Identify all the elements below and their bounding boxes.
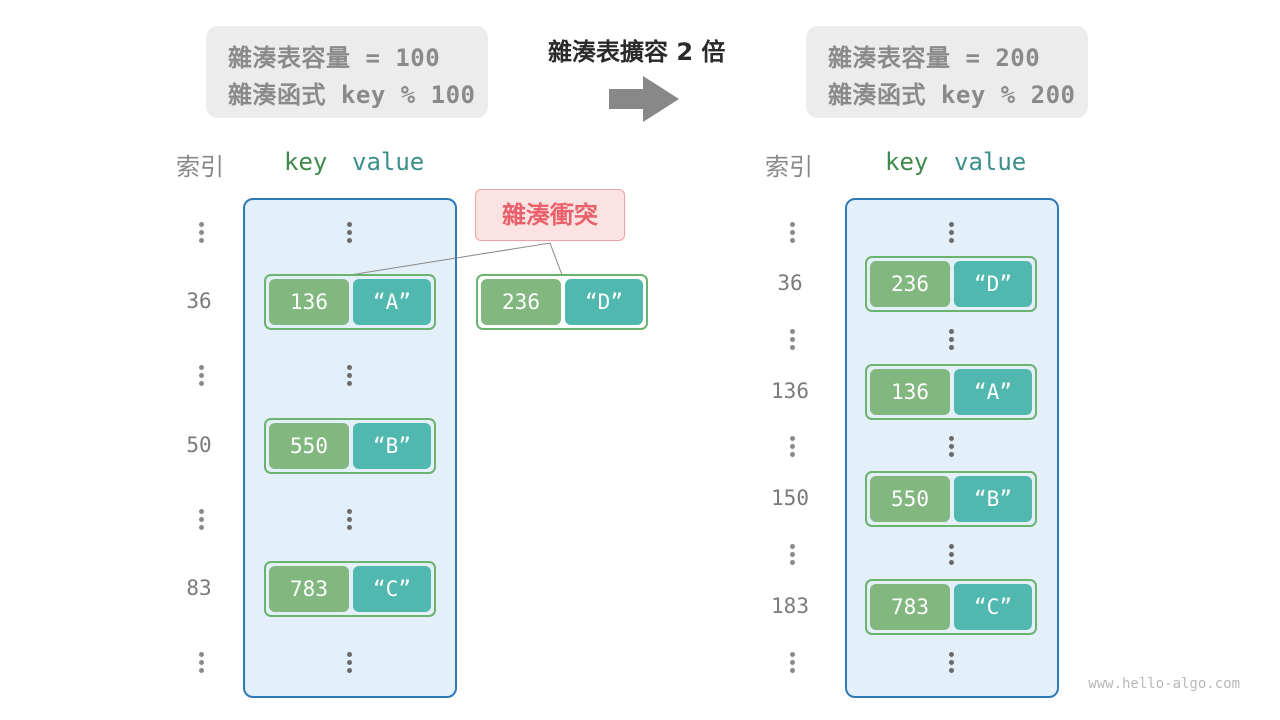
after-hash-func-text: 雜湊函式 key % 200 xyxy=(828,81,1076,109)
after-value-header: value xyxy=(954,148,1027,176)
pair-key: 783 xyxy=(870,584,950,630)
after-index-label: 183 xyxy=(771,594,809,618)
before-key-header: key xyxy=(284,148,328,176)
after-capacity-text: 雜湊表容量 = 200 xyxy=(828,44,1041,72)
after-index-label: 150 xyxy=(771,486,809,510)
before-info-box: 雜湊表容量 = 100 雜湊函式 key % 100 xyxy=(206,26,488,118)
pair-key: 783 xyxy=(269,566,349,612)
before-bucket-ellipsis xyxy=(346,652,352,676)
after-bucket-ellipsis xyxy=(948,222,954,246)
collision-label: 雜湊衝突 xyxy=(475,189,625,241)
before-bucket-ellipsis xyxy=(346,222,352,246)
pair-key: 136 xyxy=(870,369,950,415)
pair-value: “C” xyxy=(353,566,431,612)
pair-value: “D” xyxy=(565,279,643,325)
before-hash-func-text: 雜湊函式 key % 100 xyxy=(228,81,476,109)
after-bucket-pair: 236 “D” xyxy=(865,256,1037,312)
after-bucket-pair: 550 “B” xyxy=(865,471,1037,527)
pair-value: “C” xyxy=(954,584,1032,630)
pair-value: “B” xyxy=(954,476,1032,522)
pair-value: “A” xyxy=(353,279,431,325)
pair-value: “D” xyxy=(954,261,1032,307)
before-bucket-ellipsis xyxy=(346,509,352,533)
after-index-ellipsis xyxy=(789,544,795,568)
before-bucket-pair: 783 “C” xyxy=(264,561,436,617)
before-bucket-ellipsis xyxy=(346,365,352,389)
after-index-ellipsis xyxy=(789,436,795,460)
pair-value: “A” xyxy=(954,369,1032,415)
before-index-header: 索引 xyxy=(176,153,224,181)
expand-title: 雜湊表擴容 2 倍 xyxy=(548,38,726,66)
after-index-label: 36 xyxy=(777,271,803,295)
before-index-ellipsis xyxy=(198,365,204,389)
before-index-ellipsis xyxy=(198,509,204,533)
pair-value: “B” xyxy=(353,423,431,469)
after-index-ellipsis xyxy=(789,329,795,353)
before-index-ellipsis xyxy=(198,652,204,676)
before-index-label: 36 xyxy=(186,289,212,313)
pair-key: 550 xyxy=(870,476,950,522)
after-key-header: key xyxy=(885,148,929,176)
after-bucket-pair: 783 “C” xyxy=(865,579,1037,635)
after-info-box: 雜湊表容量 = 200 雜湊函式 key % 200 xyxy=(806,26,1088,118)
after-bucket-ellipsis xyxy=(948,652,954,676)
pair-key: 236 xyxy=(870,261,950,307)
pair-key: 236 xyxy=(481,279,561,325)
after-index-header: 索引 xyxy=(765,153,813,181)
after-bucket-ellipsis xyxy=(948,544,954,568)
watermark: www.hello-algo.com xyxy=(1088,676,1240,692)
after-index-ellipsis xyxy=(789,222,795,246)
incoming-pair: 236 “D” xyxy=(476,274,648,330)
before-capacity-text: 雜湊表容量 = 100 xyxy=(228,44,441,72)
before-bucket-pair: 550 “B” xyxy=(264,418,436,474)
pair-key: 136 xyxy=(269,279,349,325)
after-index-label: 136 xyxy=(771,379,809,403)
pair-key: 550 xyxy=(269,423,349,469)
after-bucket-ellipsis xyxy=(948,329,954,353)
after-bucket-pair: 136 “A” xyxy=(865,364,1037,420)
before-bucket-pair: 136 “A” xyxy=(264,274,436,330)
after-index-ellipsis xyxy=(789,652,795,676)
arrow-right-icon xyxy=(609,76,679,122)
before-index-label: 50 xyxy=(186,433,212,457)
before-index-label: 83 xyxy=(186,576,212,600)
before-value-header: value xyxy=(352,148,425,176)
after-bucket-ellipsis xyxy=(948,436,954,460)
before-index-ellipsis xyxy=(198,222,204,246)
